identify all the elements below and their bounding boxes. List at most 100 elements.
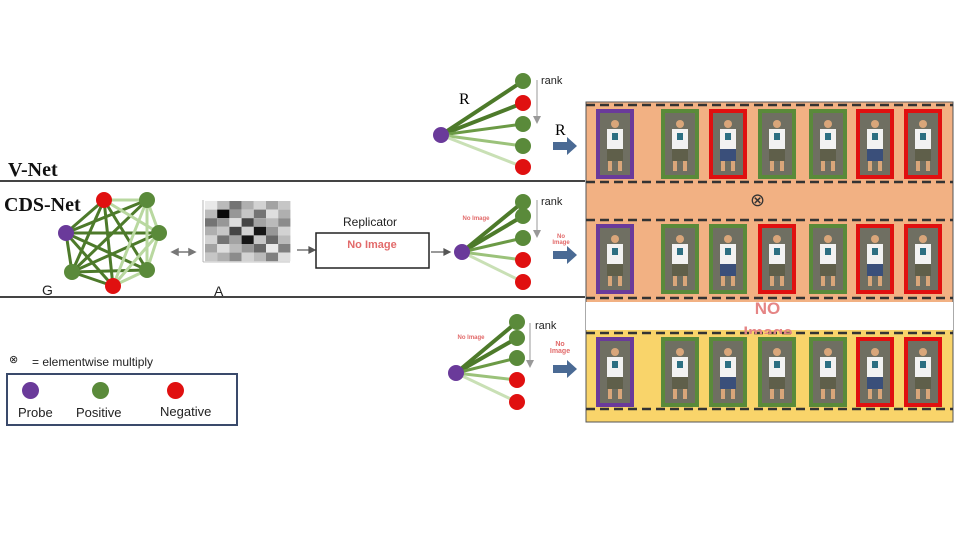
fan-bottom bbox=[448, 314, 534, 410]
matrix-cell bbox=[241, 201, 254, 210]
blue-arrows bbox=[553, 137, 577, 378]
person-figure bbox=[867, 120, 883, 171]
person-figure bbox=[867, 235, 883, 286]
matrix-cell bbox=[253, 226, 266, 236]
matrix-cell bbox=[205, 226, 218, 236]
person-figure bbox=[720, 120, 736, 171]
person-figure bbox=[820, 120, 836, 171]
matrix-cell bbox=[205, 252, 218, 262]
matrix-cell bbox=[278, 252, 291, 262]
r-label-top: R bbox=[459, 91, 470, 108]
matrix-cell bbox=[278, 209, 291, 219]
matrix-cell bbox=[229, 252, 242, 262]
matrix-cell bbox=[253, 235, 266, 244]
matrix-cell bbox=[217, 218, 230, 227]
person-figure bbox=[720, 235, 736, 286]
person-figure bbox=[820, 235, 836, 286]
no-image-large-a: NO bbox=[754, 299, 781, 318]
matrix-cell bbox=[266, 201, 279, 210]
matrix-axes bbox=[202, 200, 290, 263]
legend-box bbox=[6, 373, 238, 426]
matrix-cell bbox=[217, 209, 230, 219]
person-figure bbox=[769, 348, 785, 399]
matrix-cell bbox=[229, 235, 242, 244]
person-figure bbox=[607, 120, 623, 171]
matrix-cell bbox=[253, 244, 266, 253]
matrix-cell bbox=[205, 201, 218, 210]
matrix-cell bbox=[241, 209, 254, 219]
person-figure bbox=[915, 120, 931, 171]
matrix-cell bbox=[205, 235, 218, 244]
legend-positive-label: Positive bbox=[76, 405, 122, 420]
no-image-mid-left: No Image bbox=[462, 216, 490, 222]
matrix-cell bbox=[278, 218, 291, 227]
matrix-cell bbox=[229, 244, 242, 253]
matrix-cell bbox=[205, 209, 218, 219]
matrix-cell bbox=[278, 235, 291, 244]
matrix-cell bbox=[253, 252, 266, 262]
arrow-replicator-to-fan bbox=[431, 248, 452, 256]
fan-middle bbox=[454, 194, 541, 290]
affinity-matrix bbox=[205, 201, 291, 262]
rank-label-middle: rank bbox=[541, 196, 563, 208]
matrix-cell bbox=[241, 218, 254, 227]
matrix-cell bbox=[229, 201, 242, 210]
legend-probe-label: Probe bbox=[18, 405, 53, 420]
matrix-cell bbox=[266, 244, 279, 253]
matrix-cell bbox=[241, 235, 254, 244]
r-label-right: R bbox=[555, 122, 566, 139]
replicator-label: Replicator bbox=[343, 215, 398, 229]
matrix-cell bbox=[266, 252, 279, 262]
matrix-cell bbox=[266, 218, 279, 227]
person-figure bbox=[820, 348, 836, 399]
person-figure bbox=[867, 348, 883, 399]
matrix-cell bbox=[217, 235, 230, 244]
fan-top bbox=[433, 73, 541, 175]
matrix-cell bbox=[217, 252, 230, 262]
matrix-cell bbox=[266, 209, 279, 219]
matrix-cell bbox=[217, 244, 230, 253]
rank-label-top: rank bbox=[541, 75, 563, 87]
legend-probe-dot bbox=[22, 382, 39, 399]
person-figure bbox=[607, 235, 623, 286]
matrix-cell bbox=[278, 244, 291, 253]
otimes-symbol: ⊗ bbox=[750, 190, 766, 210]
double-arrow bbox=[170, 247, 197, 257]
person-figure bbox=[672, 120, 688, 171]
graph-g bbox=[58, 192, 167, 294]
legend-otimes: ⊗ bbox=[9, 354, 19, 366]
person-figure bbox=[915, 235, 931, 286]
legend-positive-dot bbox=[92, 382, 109, 399]
vnet-label: V-Net bbox=[8, 159, 58, 181]
person-figure bbox=[672, 235, 688, 286]
rank-label-bottom: rank bbox=[535, 320, 557, 332]
matrix-cell bbox=[241, 252, 254, 262]
replicator-box bbox=[315, 232, 430, 269]
person-figure bbox=[607, 348, 623, 399]
matrix-cell bbox=[278, 201, 291, 210]
no-image-bottom-right: No Image bbox=[549, 341, 571, 356]
legend-negative-label: Negative bbox=[160, 404, 212, 419]
matrix-cell bbox=[266, 226, 279, 236]
g-label: G bbox=[42, 282, 53, 298]
matrix-cell bbox=[217, 226, 230, 236]
matrix-cell bbox=[205, 244, 218, 253]
person-figure bbox=[915, 348, 931, 399]
legend-negative-dot bbox=[167, 382, 184, 399]
cdsnet-label: CDS-Net bbox=[4, 194, 81, 216]
no-image-bottom-left: No Image bbox=[457, 335, 485, 341]
matrix-cell bbox=[229, 218, 242, 227]
person-figure bbox=[769, 120, 785, 171]
matrix-cell bbox=[278, 226, 291, 236]
ranking-frames bbox=[596, 109, 942, 407]
person-figure bbox=[672, 348, 688, 399]
replicator-no-image: No Image bbox=[347, 239, 397, 251]
person-figure bbox=[720, 348, 736, 399]
matrix-cell bbox=[253, 218, 266, 227]
person-figure bbox=[769, 235, 785, 286]
no-image-large-b: Image bbox=[743, 324, 793, 334]
matrix-cell bbox=[266, 235, 279, 244]
no-image-mid-right: No Image bbox=[552, 234, 570, 247]
matrix-cell bbox=[253, 201, 266, 210]
